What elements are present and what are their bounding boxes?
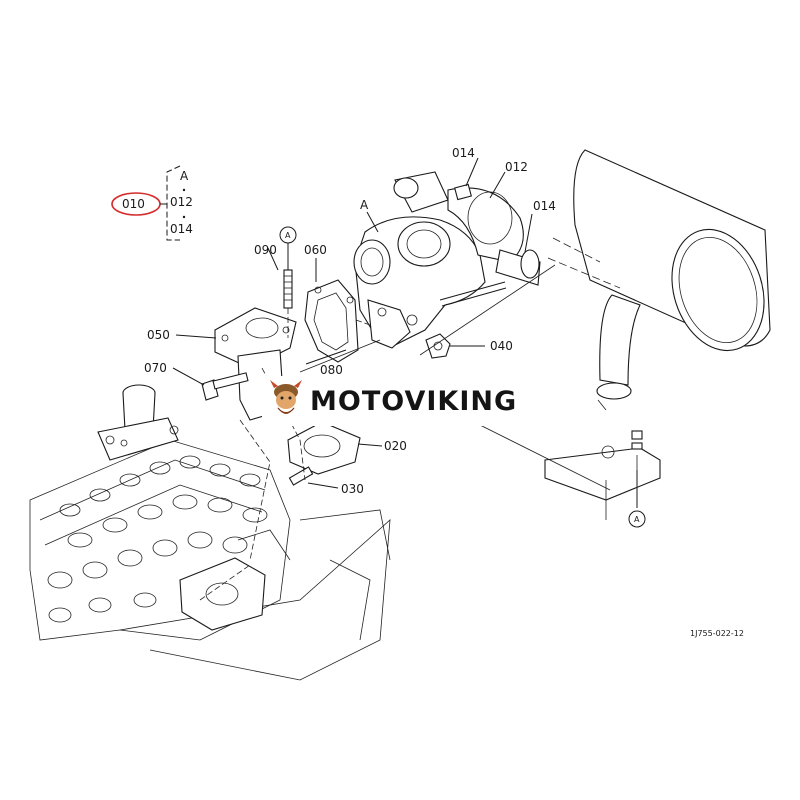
part-labels: 014 012 014 A 090 060 050 040 070 080 02… [144,146,744,638]
label-014-top: 014 [452,146,475,160]
watermark: MOTOVIKING [262,376,536,426]
watermark-text: MOTOVIKING [310,385,518,417]
label-050: 050 [147,328,170,342]
part-030-stud [288,466,314,486]
ref-a-top-circle [279,226,297,244]
leader-lines [172,157,533,489]
label-090: 090 [254,243,277,257]
cylinder-head [29,384,391,681]
label-080: 080 [320,363,343,377]
part-070-bolt [201,372,249,401]
part-020-gasket [287,421,361,475]
ref-a-bottom-circle [628,510,646,528]
assembly-lines [199,264,611,601]
part-090-stud: A [279,226,297,309]
viking-logo-icon [270,380,302,414]
drawing-code: 1J755-022-12 [690,629,744,638]
muffler: A [544,149,771,528]
part-060-gasket [304,279,359,363]
label-014-right: 014 [533,199,556,213]
label-070: 070 [144,361,167,375]
label-012: 012 [505,160,528,174]
callout-group: 010 A 012 014 [111,165,193,241]
label-040: 040 [490,339,513,353]
callout-item-a: A [180,169,189,183]
callout-item-014: 014 [170,222,193,236]
label-060: 060 [304,243,327,257]
callout-selected: 010 [122,197,145,211]
label-a: A [360,198,369,212]
label-020: 020 [384,439,407,453]
ref-a-bottom: A [634,515,640,524]
callout-item-012: 012 [170,195,193,209]
turbocharger [353,171,541,349]
label-030: 030 [341,482,364,496]
ref-a-top: A [285,231,291,240]
